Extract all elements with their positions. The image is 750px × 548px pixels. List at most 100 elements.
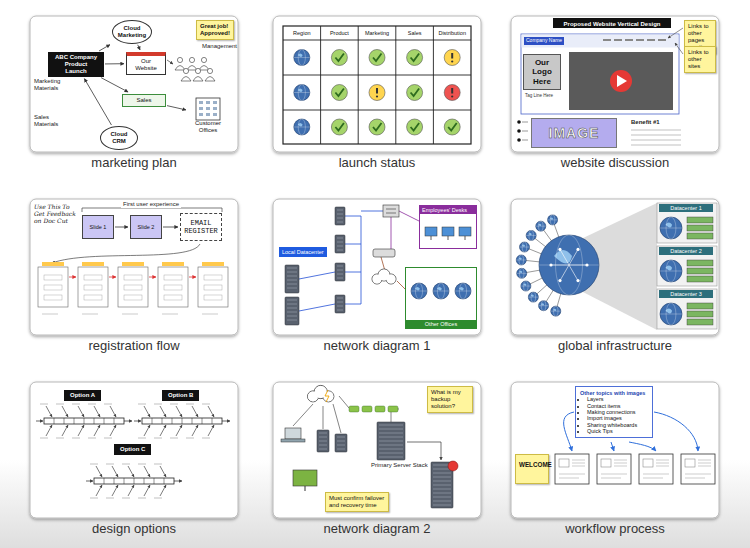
network-1-illustration [345,272,361,273]
network-2-illustration [433,493,451,494]
design-options-sketch [138,404,146,405]
design-options-sketch [72,404,80,405]
diagram-box: WELCOME [515,454,549,484]
workflow-sketch [643,478,663,479]
workflow-sketch [685,474,711,475]
card-caption: design options [92,522,176,537]
diagram-label: Marketing Materials [34,78,66,92]
network-2-illustration [333,404,341,433]
global-infrastructure-illustration [687,319,713,325]
diagram-box: Slide 2 [130,215,162,239]
box-text: Import images [587,415,648,421]
status-table [451,88,453,94]
registration-flow-sketch [164,275,182,280]
design-options-sketch [160,485,166,496]
network-2-illustration [325,390,329,402]
status-table [294,119,310,135]
design-options-sketch [186,438,194,439]
design-options-sketch [144,485,150,496]
workflow-sketch [639,454,673,484]
website-mockup [603,39,611,41]
registration-flow-sketch [84,285,102,290]
workflow-sketch [601,478,621,479]
diagram-box: Other Offices [405,267,477,329]
network-2-illustration [379,429,403,430]
diagram-box: Great job! Approved! [196,20,234,40]
connector-arrow [163,227,178,228]
network-1-illustration [345,244,361,245]
global-infrastructure-illustration [519,242,529,252]
diagram-box: Other topics with imagesLayersContact it… [575,386,653,438]
registration-flow-sketch [164,295,182,300]
network-2-illustration [349,406,359,412]
network-2-illustration [362,406,372,412]
network-2-illustration [319,445,327,446]
website-mockup [522,131,528,132]
global-infrastructure-illustration [687,311,713,317]
status-table [444,50,460,66]
website-mockup [569,52,673,110]
card-caption: launch status [339,156,416,171]
design-options-sketch [112,485,118,496]
design-options-sketch [160,425,166,436]
card-caption: global infrastructure [558,339,672,354]
box-text: Slide 1 [90,224,107,230]
box-text: ABC Company Product Launch [54,54,98,75]
network-1-illustration [442,227,454,236]
website-mockup [517,120,521,124]
design-options-sketch [174,481,182,482]
network-2-illustration [379,449,403,450]
marketing-plan-illustration [199,113,203,116]
design-options-sketch [122,464,130,465]
network-1-illustration [337,210,343,211]
status-table [331,85,347,101]
status-table [331,119,347,135]
design-options-sketch [78,425,84,436]
registration-flow-sketch [42,314,58,315]
status-table [407,50,423,66]
design-options-sketch [144,425,150,436]
website-mockup [517,138,521,142]
design-options-sketch [94,425,100,436]
diagram-label: Marketing [365,30,389,36]
design-options-sketch [104,404,112,405]
network-2-illustration [433,477,451,478]
box-text: WELCOME [519,461,545,468]
website-mockup [553,18,671,28]
design-options-sketch [134,478,135,484]
marketing-plan-illustration [196,98,220,120]
registration-flow-sketch [42,262,64,266]
network-2-illustration [433,489,451,490]
box-text: Great job! Approved! [200,23,230,37]
global-infrastructure-illustration [687,260,713,266]
connector-arrow [115,227,128,228]
design-options-sketch [114,418,115,424]
card-frame [273,16,481,152]
global-infrastructure-illustration [558,279,561,282]
diagram-box: What is my backup solution? [427,386,473,413]
status-table [448,123,457,131]
workflow-sketch [564,412,574,451]
network-2-illustration [293,404,313,426]
workflow-sketch [656,463,669,464]
website-mockup [625,39,633,41]
status-table [369,119,385,135]
design-options-sketch [112,466,118,477]
global-infrastructure-illustration [569,265,587,266]
marketing-plan-illustration [183,68,188,73]
box-text: Customer Offices [188,120,228,134]
network-1-illustration [287,272,297,273]
status-table [294,85,310,101]
thumbnail-card: Option AOption BOption Cdesign options [30,382,238,518]
box-text: Our Website [130,58,162,72]
box-text: Layers [587,396,648,402]
workflow-sketch [685,478,705,479]
network-2-illustration [337,441,345,442]
registration-flow-sketch [162,314,178,315]
network-2-illustration [337,449,345,450]
workflow-sketch [614,466,627,467]
thumbnail-card: Cloud Marketing Great job! Approved! ABC C… [30,16,238,152]
network-2-illustration [433,497,451,498]
box-text: Cloud Marketing [117,25,147,39]
design-options-sketch [138,498,146,499]
